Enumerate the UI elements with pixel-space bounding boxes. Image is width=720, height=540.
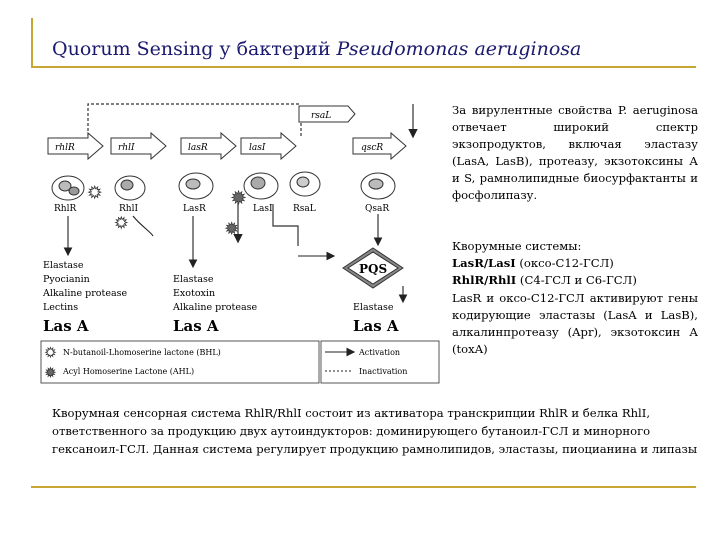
- autoinducers: ✹ ✹ ✹ ✹: [88, 183, 247, 239]
- gene-label: rhlR: [55, 143, 75, 153]
- product-item: Elastase: [353, 302, 394, 313]
- legend-inactivation: Inactivation: [359, 367, 407, 376]
- protein-RsaL: [289, 171, 321, 197]
- las-products: Elastase Exotoxin Alkaline protease Las …: [172, 274, 257, 335]
- gene-label: lasR: [188, 143, 208, 153]
- product-item: Lectins: [43, 302, 78, 313]
- paragraph-virulence: За вирулентные свойства P. aeruginosa от…: [452, 103, 698, 202]
- rhl-system-ligand: (С4-ГСЛ и С6-ГСЛ): [516, 273, 637, 287]
- paragraph-quorum-systems: Кворумные системы: LasR/LasI (оксо-С12-Г…: [452, 238, 698, 289]
- product-item: Pyocianin: [43, 274, 90, 285]
- gene-label: qscR: [361, 143, 383, 153]
- las-system-ligand: (оксо-С12-ГСЛ): [515, 256, 614, 270]
- legend: ✹ N-butanoil-Lhomoserine lactone (BHL) ✹…: [40, 340, 440, 384]
- product-big-label: Las A: [173, 317, 219, 335]
- protein-label: RhlR: [54, 204, 76, 214]
- protein-label: LasI: [253, 204, 273, 214]
- pqs-products: Elastase Las A: [353, 302, 399, 335]
- product-big-label: Las A: [43, 317, 89, 335]
- legend-activation: Activation: [358, 348, 400, 357]
- protein-RhlI: [114, 175, 146, 201]
- bottom-rule: [31, 486, 696, 488]
- slide-title: Quorum Sensing у бактерий Pseudomonas ae…: [52, 38, 581, 60]
- pqs-node: PQS: [342, 247, 404, 289]
- product-item: Elastase: [43, 260, 84, 271]
- bhl-autoinducer-icon: ✹: [88, 183, 101, 202]
- protein-RhlR: [51, 175, 85, 201]
- protein-labels: RhlR RhlI LasR LasI RsaL QsaR: [54, 204, 389, 214]
- gene-label: lasI: [249, 143, 266, 153]
- ahl-legend-icon: ✹: [45, 366, 56, 381]
- paragraph-rhl-system: Кворумная сенсорная система RhlR/RhlI со…: [52, 406, 698, 456]
- product-item: Alkaline protease: [42, 288, 127, 299]
- product-item: Elastase: [173, 274, 214, 285]
- paragraph-lasr-activation: LasR и оксо-С12-ГСЛ активируют гены коди…: [452, 291, 698, 356]
- gene-lasR: lasR: [180, 131, 237, 161]
- product-item: Exotoxin: [173, 288, 215, 299]
- quorum-system-rhl: RhlR/RhlI (С4-ГСЛ и С6-ГСЛ): [452, 272, 698, 289]
- protein-QsaR: [360, 172, 396, 200]
- protein-label: LasR: [183, 204, 206, 214]
- legend-bhl: N-butanoil-Lhomoserine lactone (BHL): [63, 348, 221, 357]
- protein-label: RhlI: [119, 204, 138, 214]
- protein-row: [51, 171, 396, 201]
- protein-label: QsaR: [365, 204, 389, 214]
- gene-qscR: qscR: [352, 131, 407, 161]
- gene-rhlI: rhlI: [110, 131, 167, 161]
- quorum-sensing-diagram: rsaL rhlR rhlI lasR lasI qscR: [40, 103, 440, 384]
- title-species: Pseudomonas aeruginosa: [336, 38, 582, 60]
- gene-label: rhlI: [118, 143, 135, 153]
- title-frame-line: [31, 18, 33, 66]
- ahl-autoinducer-icon: ✹: [231, 188, 246, 209]
- title-rule: [31, 66, 696, 68]
- gene-rsaL: rsaL: [298, 105, 356, 123]
- las-system-name: LasR/LasI: [452, 256, 516, 270]
- gene-row: rhlR rhlI lasR lasI qscR: [47, 131, 407, 161]
- quorum-system-las: LasR/LasI (оксо-С12-ГСЛ): [452, 255, 698, 272]
- product-item: Alkaline protease: [172, 302, 257, 313]
- rhl-system-name: RhlR/RhlI: [452, 273, 517, 287]
- gene-rhlR: rhlR: [47, 131, 104, 161]
- legend-ahl: Acyl Homoserine Lactone (AHL): [62, 367, 194, 376]
- quorum-systems-heading: Кворумные системы:: [452, 239, 582, 253]
- activation-arrows: [63, 214, 408, 304]
- bhl-autoinducer-icon: ✹: [115, 214, 128, 232]
- regulation-lines: [87, 103, 418, 246]
- pqs-label: PQS: [359, 262, 387, 276]
- gene-label: rsaL: [311, 111, 331, 121]
- ahl-autoinducer-icon: ✹: [225, 219, 238, 238]
- protein-LasI: [243, 172, 279, 200]
- title-prefix: Quorum Sensing у бактерий: [52, 38, 337, 60]
- rhl-products: Elastase Pyocianin Alkaline protease Lec…: [42, 260, 127, 335]
- protein-label: RsaL: [293, 204, 316, 214]
- gene-lasI: lasI: [240, 131, 297, 161]
- product-big-label: Las A: [353, 317, 399, 335]
- protein-LasR: [178, 172, 214, 200]
- bhl-legend-icon: ✹: [45, 346, 56, 361]
